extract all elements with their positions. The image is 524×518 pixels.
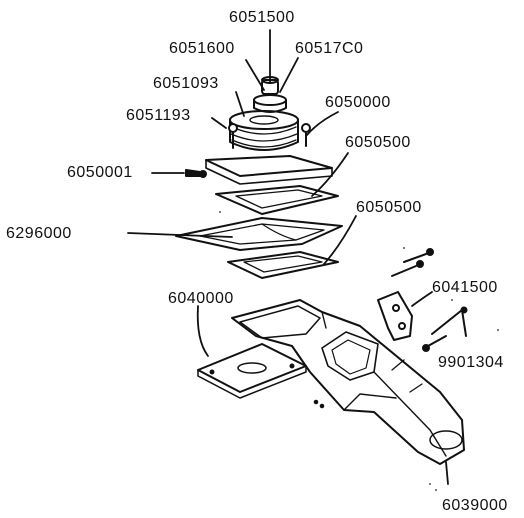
leader-6051193 [211, 117, 227, 129]
label-6039000: 6039000 [442, 497, 508, 514]
label-9901304: 9901304 [438, 354, 504, 371]
part-6041500 [377, 291, 413, 341]
label-6051093: 6051093 [153, 75, 219, 92]
label-6051193: 6051193 [126, 107, 191, 124]
part-6040000 [197, 343, 307, 399]
part-6051093 [228, 123, 238, 149]
part-6296000 [175, 217, 343, 251]
leader-6040000 [196, 305, 209, 357]
label-6050500-lower: 6050500 [356, 199, 422, 216]
part-6051193 [301, 123, 311, 147]
part-6050001 [185, 169, 207, 178]
label-6050001: 6050001 [67, 164, 133, 181]
label-6050500-upper: 6050500 [345, 134, 411, 151]
label-6050000: 6050000 [325, 94, 391, 111]
leader-60517C0 [279, 57, 299, 93]
part-6039000 [231, 299, 465, 465]
leader-6041500 [411, 291, 433, 307]
gaskets [175, 185, 343, 279]
part-9901304 [422, 306, 468, 352]
label-6040000: 6040000 [168, 290, 234, 307]
part-6050000 [229, 110, 299, 151]
leader-6050500-lower [323, 215, 357, 265]
label-6051600: 6051600 [169, 40, 235, 57]
label-6051500: 6051500 [229, 9, 295, 26]
bracket-pins [391, 248, 434, 277]
label-6296000: 6296000 [6, 225, 72, 242]
scan-speckles [219, 211, 499, 491]
mounting-plate [205, 155, 333, 177]
part-6051600 [253, 94, 287, 106]
part-6050500-upper [215, 185, 339, 215]
leader-6050000 [305, 111, 339, 137]
coupling-stack [185, 76, 333, 185]
leader-6039000 [445, 461, 449, 485]
label-60517C0: 60517C0 [295, 40, 364, 57]
part-6050500-lower [227, 251, 339, 279]
label-6041500: 6041500 [432, 279, 498, 296]
leader-6050500-upper [311, 152, 349, 197]
